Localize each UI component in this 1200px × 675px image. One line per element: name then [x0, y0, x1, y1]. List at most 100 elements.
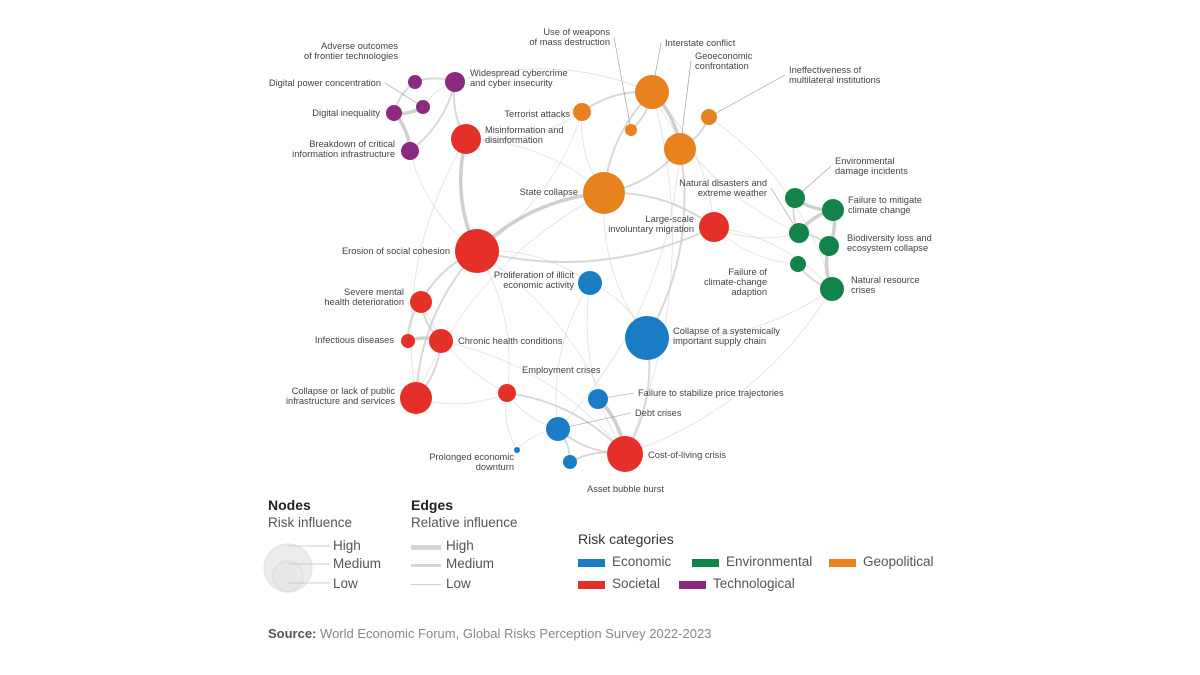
- legend-edge-medium-line: [411, 564, 441, 567]
- edge-interstate-natdisasters: [651, 91, 800, 234]
- node-illicit: [578, 271, 602, 295]
- node-supplychain: [625, 316, 669, 360]
- edge-misinfo-infrastructure: [410, 138, 467, 399]
- legend-category-economic: Economic: [612, 554, 672, 569]
- legend-edge-high: High: [446, 538, 474, 553]
- leader-line-debt: [557, 412, 632, 430]
- node-label-chronic: Chronic health conditions: [458, 336, 563, 346]
- legend-edge-low-line: [411, 584, 441, 585]
- node-statecollapse: [583, 172, 625, 214]
- edge-supplychain-natresource: [646, 288, 833, 340]
- node-label-digpower: Digital power concentration: [269, 78, 381, 88]
- edge-misinfo-statecollapse: [465, 138, 605, 194]
- legend-nodes-title: Nodes: [268, 497, 311, 513]
- legend-swatch-economic: [578, 559, 605, 567]
- node-assetbubble: [563, 455, 577, 469]
- source-label: Source:: [268, 626, 317, 641]
- legend-category-geopolitical: Geopolitical: [863, 554, 934, 569]
- node-pricestab: [588, 389, 608, 409]
- node-label-socialcohesion: Erosion of social cohesion: [342, 246, 450, 256]
- legend-swatch-geopolitical: [829, 559, 856, 567]
- legend-category-societal: Societal: [612, 576, 661, 591]
- label-leaders-layer: [384, 36, 832, 430]
- legend-nodes: Nodes Risk influence: [268, 497, 352, 530]
- legend-categories-title: Risk categories: [578, 531, 674, 547]
- node-infrastructure: [400, 382, 432, 414]
- node-envdamage: [785, 188, 805, 208]
- node-label-assetbubble: Asset bubble burst: [587, 484, 664, 494]
- node-label-costofliving: Cost-of-living crisis: [648, 450, 726, 460]
- node-chronic: [429, 329, 453, 353]
- edge-migration-natresource: [713, 226, 833, 290]
- node-label-infectious: Infectious diseases: [315, 335, 394, 345]
- edge-interstate-costofliving: [624, 91, 673, 455]
- node-wmd: [625, 124, 637, 136]
- edge-cyber-breakdown: [409, 81, 456, 152]
- edge-geoeconomic-debt: [557, 148, 681, 430]
- edge-cyber-interstate: [454, 68, 653, 93]
- legend-nodes-subtitle: Risk influence: [268, 515, 353, 530]
- node-migration: [699, 212, 729, 242]
- node-diginequality: [386, 105, 402, 121]
- node-biodiversity: [819, 236, 839, 256]
- node-breakdown: [401, 142, 419, 160]
- node-natdisasters: [789, 223, 809, 243]
- leader-line-digpower: [384, 82, 424, 108]
- node-mentalhealth: [410, 291, 432, 313]
- edge-supplychain-statecollapse: [603, 192, 648, 339]
- legend-swatch-technological: [679, 581, 706, 589]
- node-misinfo: [451, 124, 481, 154]
- node-geoeconomic: [664, 133, 696, 165]
- edge-multilateral-natresource: [708, 116, 833, 290]
- leader-line-wmd: [613, 36, 632, 131]
- node-socialcohesion: [455, 229, 499, 273]
- legend-category-environmental: Environmental: [726, 554, 813, 569]
- node-adverse: [408, 75, 422, 89]
- edge-mentalhealth-employment: [420, 301, 508, 394]
- legend-edges-title: Edges: [411, 497, 454, 513]
- legend-swatch-environmental: [692, 559, 719, 567]
- legend-node-size-icon: [263, 543, 330, 593]
- node-costofliving: [607, 436, 643, 472]
- legend-edge-low: Low: [446, 576, 471, 591]
- node-climateadapt: [790, 256, 806, 272]
- node-label-debt: Debt crises: [635, 408, 682, 418]
- node-interstate: [635, 75, 669, 109]
- edge-chronic-costofliving: [440, 340, 626, 455]
- node-natresource: [820, 277, 844, 301]
- edge-illicit-costofliving: [586, 282, 626, 455]
- node-multilateral: [701, 109, 717, 125]
- legend-edges-subtitle: Relative influence: [411, 515, 518, 530]
- node-infectious: [401, 334, 415, 348]
- node-downturn: [514, 447, 520, 453]
- edge-supplychain-geoeconomic: [646, 148, 686, 339]
- node-employment: [498, 384, 516, 402]
- node-label-statecollapse: State collapse: [520, 187, 578, 197]
- node-label-diginequality: Digital inequality: [312, 108, 380, 118]
- legend-category-technological: Technological: [713, 576, 795, 591]
- node-label-pricestab: Failure to stabilize price trajectories: [638, 388, 784, 398]
- legend-edge-medium: Medium: [446, 556, 495, 571]
- nodes-layer: [386, 72, 844, 472]
- node-climatemitigate: [822, 199, 844, 221]
- source-note: Source: World Economic Forum, Global Ris…: [268, 626, 711, 641]
